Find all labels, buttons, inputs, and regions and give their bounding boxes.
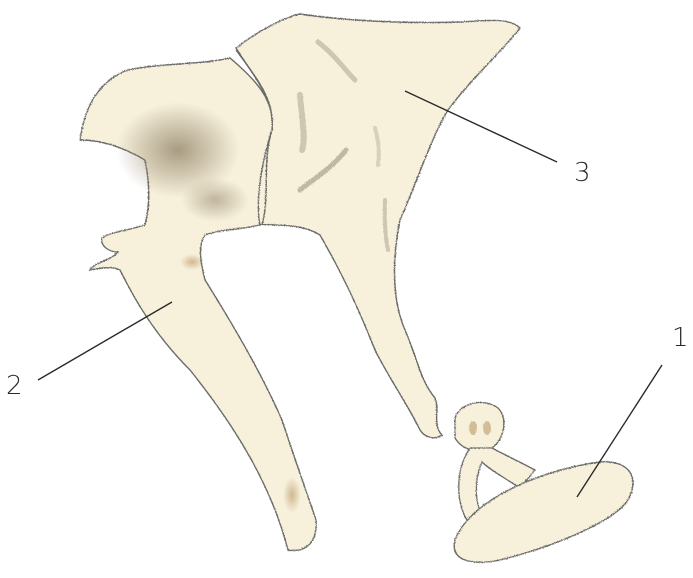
malleus-tip-shading <box>283 477 301 513</box>
stapes-head <box>455 403 504 452</box>
incus <box>236 14 520 438</box>
malleus-neck-spot <box>180 254 204 270</box>
stapes-footplate <box>454 462 633 562</box>
stapes <box>454 403 633 563</box>
stapes-head-mark-left <box>469 421 477 435</box>
label-2: 2 <box>6 371 23 401</box>
label-3: 3 <box>574 158 591 188</box>
leader-line-2 <box>38 302 172 380</box>
stapes-head-mark-right <box>483 421 491 435</box>
incus-body-shape <box>236 14 520 438</box>
label-1: 1 <box>672 323 689 353</box>
malleus-neck-shading <box>181 178 249 222</box>
